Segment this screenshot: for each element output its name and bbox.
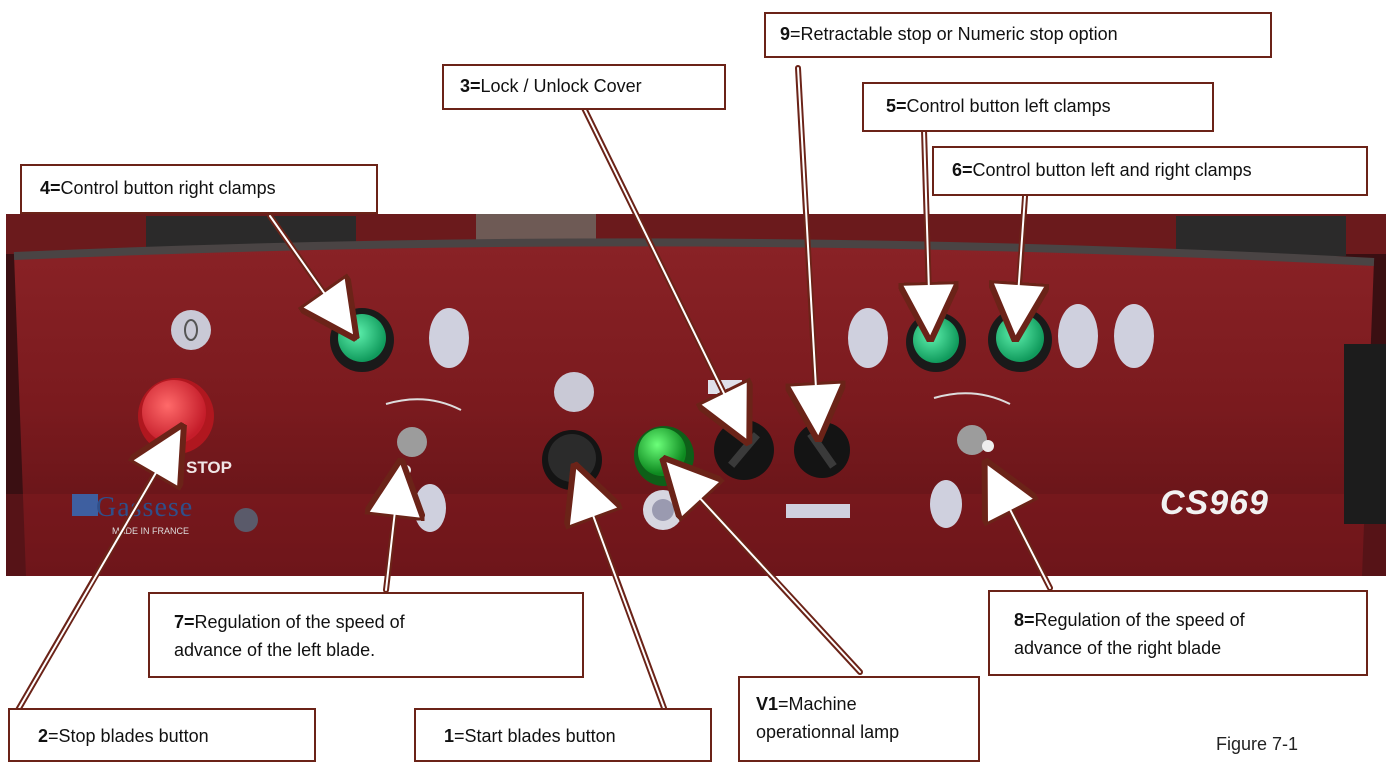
callout-3-number: 3=	[460, 76, 481, 96]
callout-2-number: 2	[38, 726, 48, 746]
callout-7-line1-row: 7=Regulation of the speed of	[174, 608, 558, 636]
stop-label: STOP	[186, 458, 232, 478]
callout-3: 3=Lock / Unlock Cover	[442, 64, 726, 110]
callout-8: 8=Regulation of the speed of advance of …	[988, 590, 1368, 676]
callout-6: 6=Control button left and right clamps	[932, 146, 1368, 196]
callout-v1-sep: =	[778, 694, 789, 714]
callout-8-line1-row: 8=Regulation of the speed of	[1014, 606, 1342, 634]
callout-6-text: Control button left and right clamps	[973, 160, 1252, 180]
callout-5-text: Control button left clamps	[907, 96, 1111, 116]
model-label: CS969	[1160, 484, 1269, 523]
callout-1: 1=Start blades button	[414, 708, 712, 762]
callout-7-number: 7=	[174, 612, 195, 632]
callout-1-text: Start blades button	[465, 726, 616, 746]
callout-7-line1: Regulation of the speed of	[195, 612, 405, 632]
callout-2: 2=Stop blades button	[8, 708, 316, 762]
callout-4-number: 4=	[40, 178, 61, 198]
brand-logo-text: Gassese	[96, 492, 193, 524]
callout-2-text: Stop blades button	[59, 726, 209, 746]
callout-8-line1: Regulation of the speed of	[1035, 610, 1245, 630]
callout-5-number: 5=	[886, 96, 907, 116]
made-in-label: MADE IN FRANCE	[112, 526, 189, 536]
callout-2-sep: =	[48, 726, 59, 746]
callout-v1-number: V1	[756, 694, 778, 714]
callout-5: 5=Control button left clamps	[862, 82, 1214, 132]
callout-8-number: 8=	[1014, 610, 1035, 630]
callout-4-text: Control button right clamps	[61, 178, 276, 198]
callout-6-number: 6=	[952, 160, 973, 180]
callout-1-sep: =	[454, 726, 465, 746]
callout-v1-line1: Machine	[789, 694, 857, 714]
callout-7-line2: advance of the left blade.	[174, 636, 558, 664]
callout-v1-line1-row: V1=Machine	[756, 690, 962, 718]
callout-9-text: Retractable stop or Numeric stop option	[801, 24, 1118, 44]
callout-1-number: 1	[444, 726, 454, 746]
callout-4: 4=Control button right clamps	[20, 164, 378, 214]
callout-v1: V1=Machine operationnal lamp	[738, 676, 980, 762]
callout-8-line2: advance of the right blade	[1014, 634, 1342, 662]
callout-9-number: 9	[780, 24, 790, 44]
callout-3-text: Lock / Unlock Cover	[481, 76, 642, 96]
callout-9-sep: =	[790, 24, 801, 44]
callout-v1-line2: operationnal lamp	[756, 718, 962, 746]
figure-caption: Figure 7-1	[1216, 734, 1298, 755]
callout-7: 7=Regulation of the speed of advance of …	[148, 592, 584, 678]
callout-9: 9=Retractable stop or Numeric stop optio…	[764, 12, 1272, 58]
